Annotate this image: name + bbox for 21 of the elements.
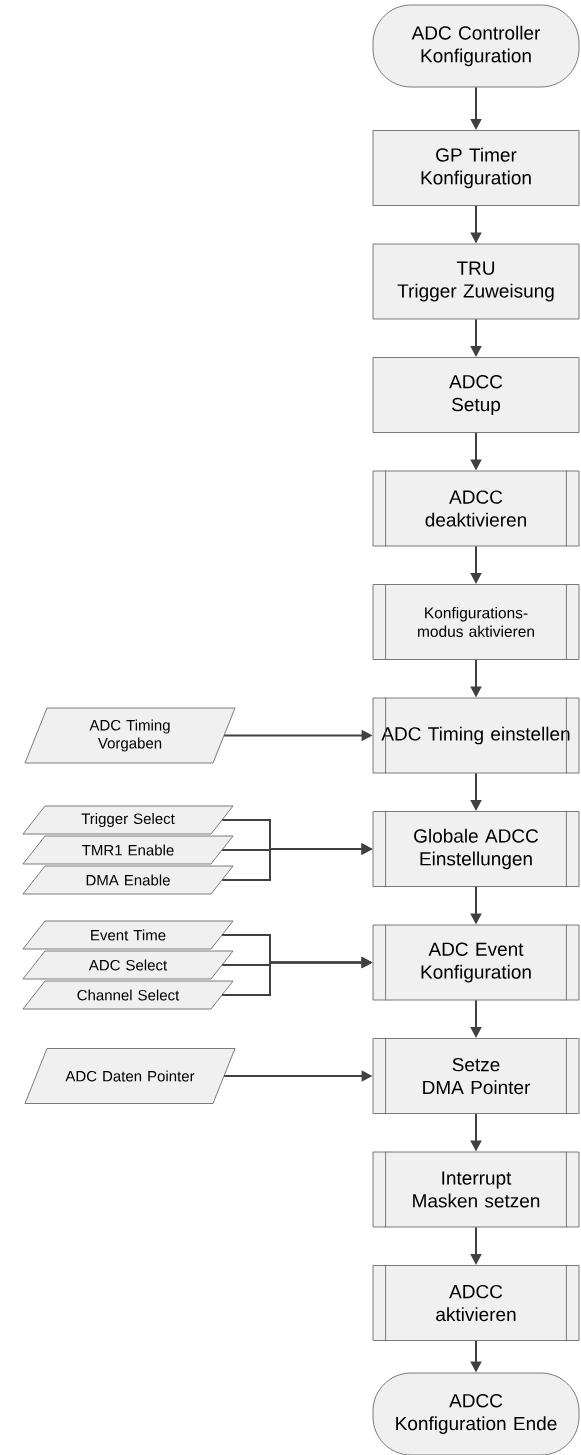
data-parallelogram: Event Time <box>22 920 234 950</box>
subprocess-box: Interrupt Masken setzen <box>372 1151 580 1228</box>
subprocess-box: ADC Timing einstellen <box>372 697 580 774</box>
subprocess-box: ADCC deaktivieren <box>372 470 580 547</box>
subprocess-box: Globale ADCC Einstellungen <box>372 810 580 888</box>
terminal-box: ADCC Konfiguration Ende <box>372 1372 580 1455</box>
data-parallelogram: ADC Daten Pointer <box>24 1048 236 1104</box>
data-parallelogram: ADC Timing Vorgaben <box>24 707 236 764</box>
data-parallelogram: TMR1 Enable <box>22 835 234 865</box>
data-parallelogram: ADC Select <box>22 950 234 980</box>
subprocess-box: ADC Event Konfiguration <box>372 924 580 1001</box>
subprocess-box: Konfigurations- modus aktivieren <box>372 583 580 661</box>
data-parallelogram: DMA Enable <box>22 865 234 895</box>
process-box: GP Timer Konfiguration <box>372 130 580 206</box>
subprocess-box: Setze DMA Pointer <box>372 1037 580 1115</box>
subprocess-box: ADCC aktivieren <box>372 1264 580 1342</box>
process-box: ADCC Setup <box>372 357 580 433</box>
terminal-box: ADC Controller Konfiguration <box>372 4 580 88</box>
process-box: TRU Trigger Zuweisung <box>372 243 580 320</box>
data-parallelogram: Channel Select <box>22 980 234 1010</box>
data-parallelogram: Trigger Select <box>22 805 234 835</box>
